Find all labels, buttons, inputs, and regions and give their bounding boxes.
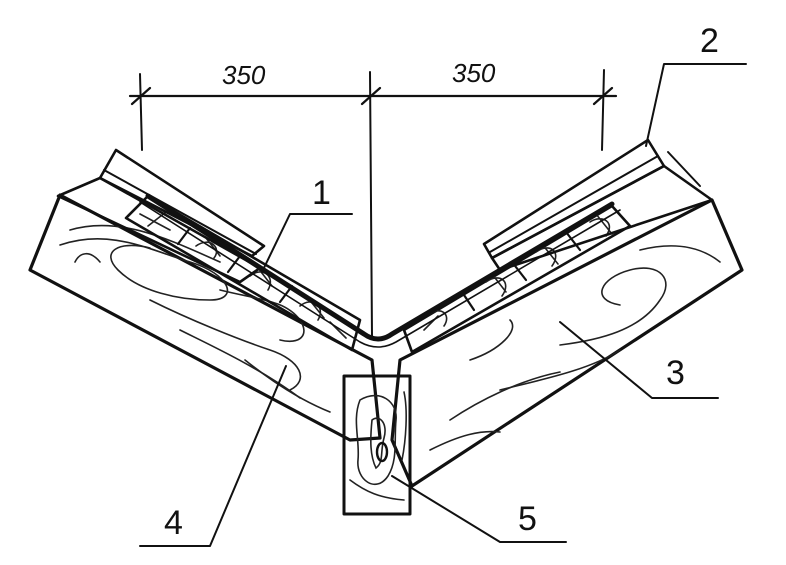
callout-3-label: 3 <box>666 354 685 392</box>
right-sheathing-board <box>390 198 744 488</box>
callout-5-label: 5 <box>518 500 537 538</box>
callout-4-label: 4 <box>164 504 183 542</box>
callout-leaders <box>139 63 747 547</box>
callout-2-label: 2 <box>700 22 719 60</box>
right-roof-covering <box>482 138 714 272</box>
left-battens <box>124 194 362 352</box>
callout-1-label: 1 <box>312 174 331 212</box>
valley-rafter <box>342 374 412 516</box>
dimension-left-label: 350 <box>222 60 266 90</box>
left-roof-covering <box>56 148 266 284</box>
valley-flashing-sheet <box>139 193 621 348</box>
right-battens <box>402 204 632 354</box>
dimension-lines <box>128 69 618 337</box>
dimension-right-label: 350 <box>452 58 496 88</box>
